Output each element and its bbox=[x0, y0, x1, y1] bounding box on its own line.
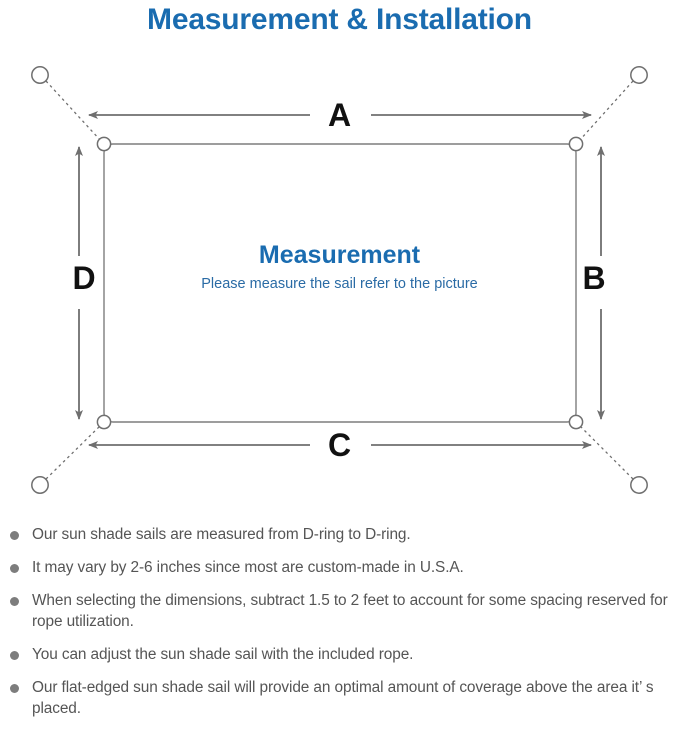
note-text: Our flat-edged sun shade sail will provi… bbox=[32, 679, 654, 717]
bullet-icon bbox=[10, 531, 19, 540]
rope-bottom-left bbox=[45, 424, 102, 480]
measurement-diagram bbox=[0, 46, 679, 516]
list-item: It may vary by 2-6 inches since most are… bbox=[10, 557, 675, 578]
anchor-point-top-left bbox=[31, 66, 49, 84]
dimension-label-A: A bbox=[327, 97, 352, 133]
note-text: You can adjust the sun shade sail with t… bbox=[32, 646, 414, 663]
list-item: Our sun shade sails are measured from D-… bbox=[10, 524, 675, 545]
anchor-point-bottom-right bbox=[630, 476, 648, 494]
sail-diagram-svg bbox=[31, 66, 648, 494]
dimension-label-B: B bbox=[582, 260, 606, 296]
dimension-label-D: D bbox=[72, 260, 96, 296]
note-text: When selecting the dimensions, subtract … bbox=[32, 592, 668, 630]
d-ring-top-left bbox=[96, 136, 112, 152]
rope-bottom-right bbox=[578, 424, 634, 480]
notes-list: Our sun shade sails are measured from D-… bbox=[10, 524, 675, 719]
sail-body bbox=[103, 143, 577, 423]
note-text: It may vary by 2-6 inches since most are… bbox=[32, 559, 464, 576]
d-ring-bottom-right bbox=[568, 414, 584, 430]
list-item: You can adjust the sun shade sail with t… bbox=[10, 644, 675, 665]
rope-top-right bbox=[578, 80, 634, 142]
anchor-point-top-right bbox=[630, 66, 648, 84]
d-ring-bottom-left bbox=[96, 414, 112, 430]
dimension-label-C: C bbox=[327, 427, 352, 463]
bullet-icon bbox=[10, 564, 19, 573]
bullet-icon bbox=[10, 651, 19, 660]
list-item: Our flat-edged sun shade sail will provi… bbox=[10, 677, 675, 719]
anchor-point-bottom-left bbox=[31, 476, 49, 494]
bullet-icon bbox=[10, 684, 19, 693]
bullet-icon bbox=[10, 597, 19, 606]
list-item: When selecting the dimensions, subtract … bbox=[10, 590, 675, 632]
rope-top-left bbox=[45, 80, 102, 142]
d-ring-top-right bbox=[568, 136, 584, 152]
page-title: Measurement & Installation bbox=[147, 3, 532, 36]
note-text: Our sun shade sails are measured from D-… bbox=[32, 526, 411, 543]
